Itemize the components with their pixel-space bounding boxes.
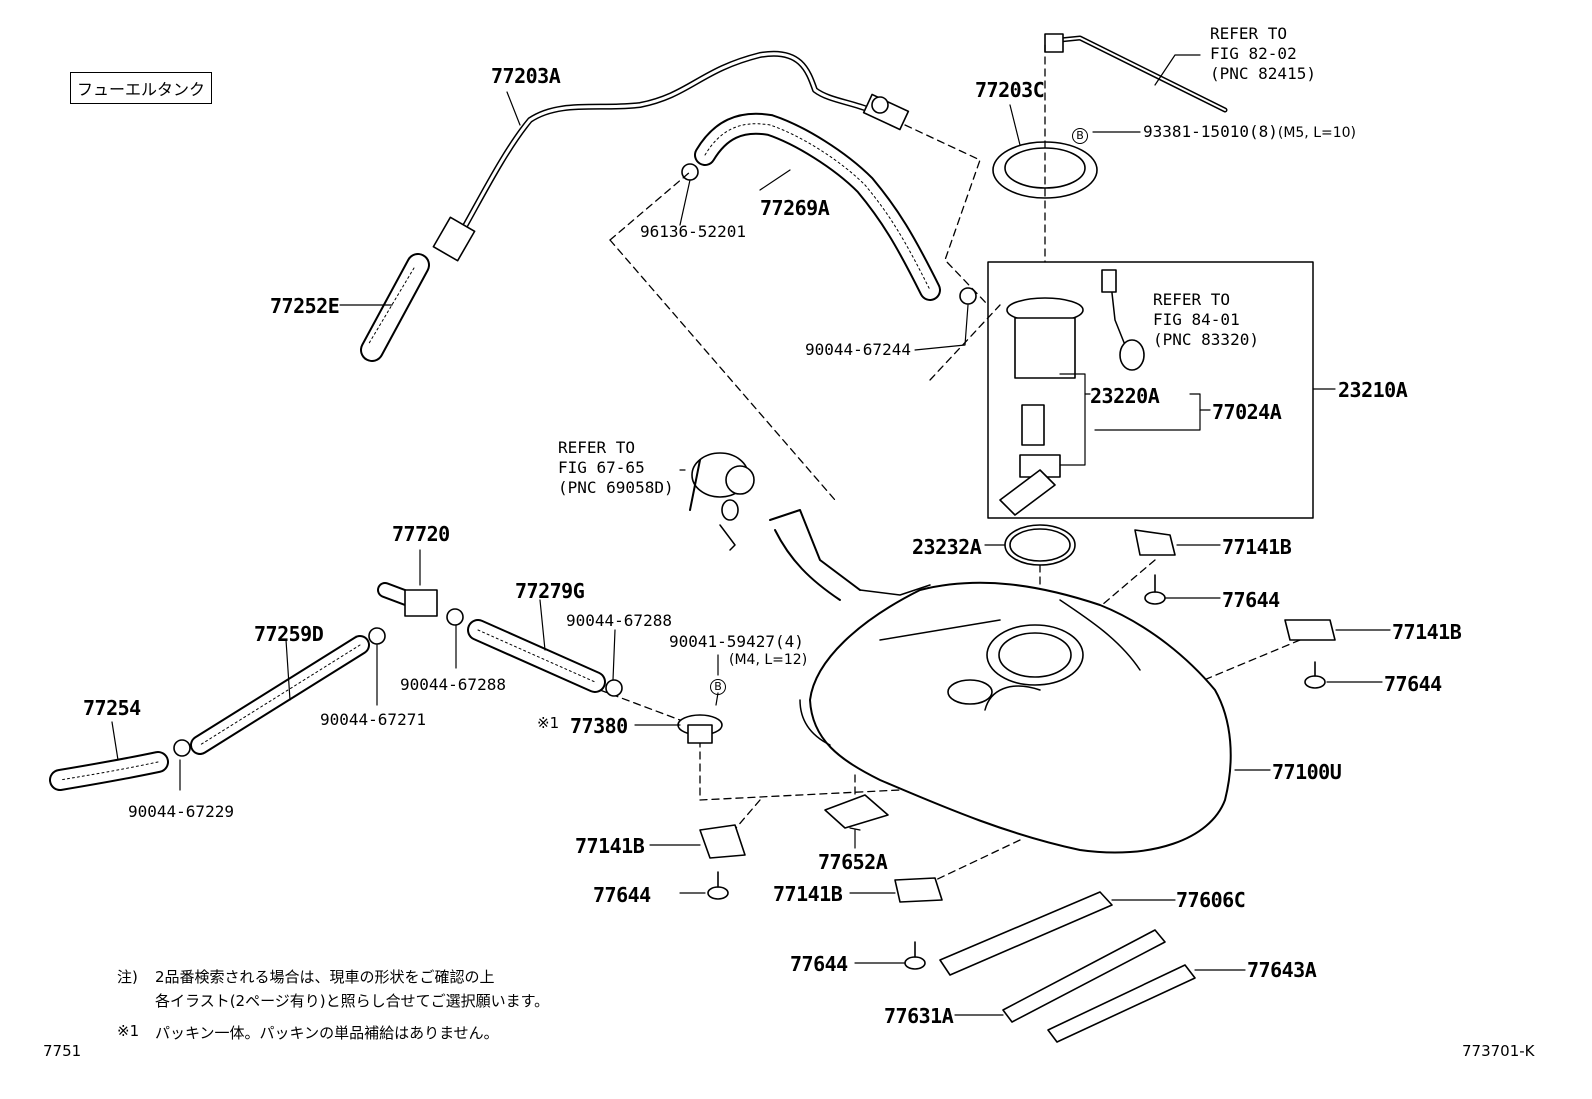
strip-77643A (1047, 964, 1196, 1043)
callout-b-icon: B (710, 679, 726, 695)
star-note-mark: ※1 (117, 1022, 140, 1040)
strip-77631A (1002, 929, 1166, 1023)
hose-77254 (49, 751, 169, 791)
part-label-77203C[interactable]: 77203C (975, 78, 1045, 102)
figure-code: 773701-K (1462, 1042, 1535, 1060)
part-label-77644-4[interactable]: 77644 (790, 952, 848, 976)
strip-77606C (939, 891, 1113, 976)
clamp-90044-67229 (173, 739, 191, 757)
part-label-23220A[interactable]: 23220A (1090, 384, 1160, 408)
part-label-77203A[interactable]: 77203A (491, 64, 561, 88)
assembly-box-23210A (987, 261, 1314, 519)
part-label-77644-3[interactable]: 77644 (593, 883, 651, 907)
part-label-23210A[interactable]: 23210A (1338, 378, 1408, 402)
clamp-90044-67271 (368, 627, 386, 645)
gasket-23232A (1004, 524, 1076, 566)
part-93381-number: 93381-15010(8) (1143, 122, 1278, 141)
hose-77259D (190, 635, 370, 755)
fuel-pump-module (999, 269, 1145, 516)
clamp-90044-67244 (959, 287, 977, 305)
part-label-77100U[interactable]: 77100U (1272, 760, 1342, 784)
part-label-90044-67288-a[interactable]: 90044-67288 (566, 611, 672, 630)
filter-77720 (377, 582, 438, 617)
star-note-line: パッキン一体。パッキンの単品補給はありません。 (155, 1024, 499, 1042)
reference-fig-84-01[interactable]: REFER TO FIG 84-01 (PNC 83320) (1153, 290, 1259, 349)
part-93381-spec: (M5, L=10) (1277, 125, 1357, 141)
fuel-cap-assembly (689, 452, 755, 551)
fuel-tank-77100U (769, 509, 1232, 854)
part-label-77720[interactable]: 77720 (392, 522, 450, 546)
part-label-77141B-2[interactable]: 77141B (1392, 620, 1462, 644)
leader-lines (111, 54, 1391, 1016)
note-line-2: 各イラスト(2ページ有り)と照らし合せてご選択願います。 (155, 992, 550, 1010)
part-label-77644-1[interactable]: 77644 (1222, 588, 1280, 612)
part-label-93381-15010[interactable]: 93381-15010(8)(M5, L=10) (1143, 122, 1356, 141)
part-label-77643A[interactable]: 77643A (1247, 958, 1317, 982)
part-label-77269A[interactable]: 77269A (760, 196, 830, 220)
part-label-77141B-1[interactable]: 77141B (1222, 535, 1292, 559)
part-label-77252E[interactable]: 77252E (270, 294, 340, 318)
bracket-77141B-2 (1284, 619, 1336, 641)
part-label-77652A[interactable]: 77652A (818, 850, 888, 874)
bracket-77141B-4 (894, 877, 943, 903)
part-label-77380[interactable]: 77380 (570, 714, 628, 738)
valve-77380 (677, 714, 723, 744)
callout-b-93381: B (1072, 124, 1088, 144)
part-label-77644-2[interactable]: 77644 (1384, 672, 1442, 696)
part-label-96136-52201[interactable]: 96136-52201 (640, 222, 746, 241)
pad-77652A (824, 794, 889, 829)
reference-fig-82-02[interactable]: REFER TO FIG 82-02 (PNC 82415) (1210, 24, 1316, 83)
hose-77269A (694, 112, 941, 301)
part-label-90044-67288-b[interactable]: 90044-67288 (400, 675, 506, 694)
part-label-77141B-4[interactable]: 77141B (773, 882, 843, 906)
bolt-77644-3 (707, 871, 729, 900)
part-label-77606C[interactable]: 77606C (1176, 888, 1246, 912)
part-label-77631A[interactable]: 77631A (884, 1004, 954, 1028)
callout-b-icon: B (1072, 128, 1088, 144)
part-label-90041-59427[interactable]: 90041-59427(4) (669, 632, 804, 651)
part-label-77259D[interactable]: 77259D (254, 622, 324, 646)
part-label-77279G[interactable]: 77279G (515, 579, 585, 603)
part-label-77141B-3[interactable]: 77141B (575, 834, 645, 858)
note-line-1: 2品番検索される場合は、現車の形状をご確認の上 (155, 968, 495, 986)
part-90041-spec: (M4, L=12) (729, 652, 808, 668)
part-label-77024A[interactable]: 77024A (1212, 400, 1282, 424)
part-label-90044-67271[interactable]: 90044-67271 (320, 710, 426, 729)
part-label-90044-67229[interactable]: 90044-67229 (128, 802, 234, 821)
bracket-77141B-3 (699, 824, 746, 859)
bracket-77141B-1 (1134, 529, 1176, 556)
bolt-77644-1 (1144, 574, 1166, 605)
clamp-90044-67288-b (446, 608, 464, 626)
page-code: 7751 (43, 1042, 82, 1060)
hose-77279G (467, 619, 606, 693)
mark-77380: ※1 (537, 714, 560, 732)
clamp-90044-67288-a (605, 679, 623, 697)
part-label-77254[interactable]: 77254 (83, 696, 141, 720)
diagram-title: フューエルタンク (70, 72, 213, 104)
fuel-line-77203A (432, 50, 910, 262)
hose-77252E (360, 253, 430, 362)
part-label-90044-67244[interactable]: 90044-67244 (805, 340, 911, 359)
part-label-23232A[interactable]: 23232A (912, 535, 982, 559)
bolt-77644-4 (904, 941, 926, 970)
note-mark: 注) (117, 968, 138, 986)
callout-b-90041: B (710, 675, 726, 695)
reference-fig-67-65[interactable]: REFER TO FIG 67-65 (PNC 69058D) (558, 438, 674, 497)
bolt-77644-2 (1304, 661, 1326, 689)
vent-tube (1044, 33, 1228, 113)
